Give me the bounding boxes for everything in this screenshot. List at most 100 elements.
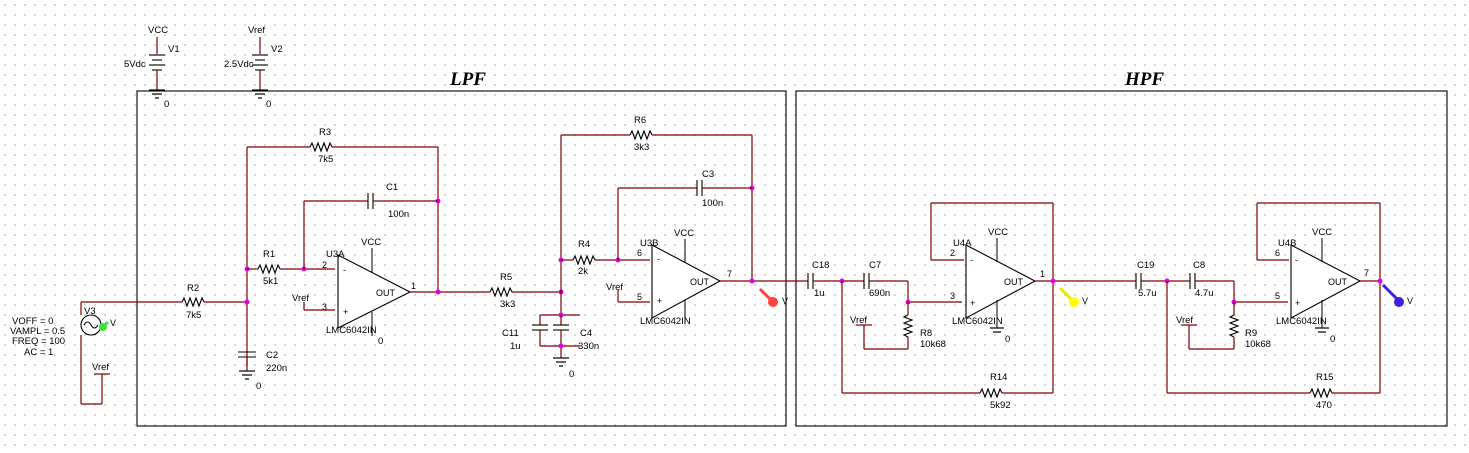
- source-v2[interactable]: Vref V2 2.5Vdc 0: [224, 25, 283, 110]
- resistor-r9[interactable]: R9 10k68: [1228, 302, 1271, 350]
- ground-symbol: [252, 89, 268, 99]
- capacitor-c4[interactable]: C4 330n: [553, 315, 599, 358]
- svg-text:VCC: VCC: [674, 228, 694, 239]
- svg-text:C18: C18: [812, 260, 829, 271]
- source-v1[interactable]: VCC V1 5Vdc 0: [124, 25, 180, 110]
- svg-text:3: 3: [322, 302, 327, 312]
- opamp-u4a[interactable]: U4A 2 3 - + OUT 1 LMC6042IN VCC 0: [950, 227, 1045, 345]
- svg-text:R15: R15: [1316, 372, 1333, 383]
- resistor-r14[interactable]: R14 5k92: [979, 372, 1011, 411]
- svg-text:C7: C7: [869, 260, 881, 271]
- lpf-title: LPF: [449, 69, 486, 90]
- svg-text:330n: 330n: [578, 341, 599, 352]
- svg-text:-: -: [970, 255, 973, 265]
- svg-text:690n: 690n: [869, 288, 890, 299]
- svg-text:100n: 100n: [702, 198, 723, 209]
- svg-text:V: V: [782, 296, 788, 306]
- svg-text:U3B: U3B: [640, 238, 658, 249]
- svg-text:C1: C1: [386, 182, 398, 193]
- svg-text:5Vdc: 5Vdc: [124, 59, 146, 70]
- svg-text:V: V: [110, 318, 116, 328]
- svg-text:V: V: [1407, 296, 1413, 306]
- svg-text:Vref: Vref: [850, 315, 867, 326]
- svg-text:U4A: U4A: [953, 238, 972, 249]
- svg-text:C2: C2: [266, 350, 278, 361]
- voltage-probe-yellow[interactable]: V: [1058, 286, 1088, 307]
- svg-text:U4B: U4B: [1278, 238, 1296, 249]
- svg-text:R6: R6: [634, 115, 646, 126]
- capacitor-c8[interactable]: C8 4.7u: [1189, 260, 1214, 299]
- resistor-r6[interactable]: R6 3k3: [629, 115, 653, 153]
- ground-symbol: [149, 89, 165, 99]
- svg-text:LMC6042IN: LMC6042IN: [1276, 316, 1327, 327]
- svg-text:Vref: Vref: [248, 25, 265, 36]
- resistor-r2[interactable]: R2 7k5: [178, 283, 247, 321]
- svg-text:VCC: VCC: [1312, 227, 1332, 238]
- svg-text:VCC: VCC: [148, 25, 168, 36]
- opamp-u3b[interactable]: U3B 6 5 - + OUT 7 LMC6042IN VCC: [637, 228, 732, 327]
- svg-text:Vref: Vref: [92, 362, 109, 373]
- svg-text:VOFF = 0: VOFF = 0: [12, 316, 53, 327]
- svg-text:-: -: [1295, 255, 1298, 265]
- voltage-probe-red[interactable]: V: [758, 287, 788, 307]
- junction-dot: [749, 278, 755, 284]
- resistor-r3[interactable]: R3 7k5: [309, 127, 333, 165]
- opamp-u3a[interactable]: U3A 2 3 - + OUT 1 LMC6042IN VCC 0: [322, 237, 416, 347]
- svg-text:5k1: 5k1: [263, 276, 278, 287]
- svg-text:AC = 1: AC = 1: [24, 347, 53, 358]
- svg-text:C4: C4: [580, 328, 592, 339]
- svg-text:2k: 2k: [578, 266, 588, 277]
- svg-text:C11: C11: [502, 328, 519, 339]
- svg-text:1u: 1u: [510, 341, 521, 352]
- svg-text:Vref: Vref: [292, 293, 309, 304]
- svg-text:OUT: OUT: [376, 288, 396, 298]
- junction-dot: [1050, 278, 1056, 284]
- svg-text:6: 6: [637, 248, 642, 258]
- svg-text:0: 0: [164, 99, 169, 110]
- svg-text:10k68: 10k68: [1245, 339, 1271, 350]
- svg-text:R5: R5: [500, 272, 512, 283]
- capacitor-c11[interactable]: C11 1u: [502, 315, 548, 352]
- capacitor-c7[interactable]: C7 690n: [863, 260, 890, 299]
- svg-text:1: 1: [411, 281, 416, 291]
- svg-text:R3: R3: [319, 127, 331, 138]
- svg-text:5.7u: 5.7u: [1138, 288, 1157, 299]
- svg-text:4.7u: 4.7u: [1195, 288, 1214, 299]
- capacitor-c19[interactable]: C19 5.7u: [1135, 260, 1157, 299]
- resistor-r4[interactable]: R4 2k: [561, 239, 596, 277]
- svg-text:6: 6: [1275, 248, 1280, 258]
- svg-text:0: 0: [569, 369, 574, 380]
- svg-text:3k3: 3k3: [634, 142, 649, 153]
- resistor-r1[interactable]: R1 5k1: [247, 249, 281, 287]
- svg-text:OUT: OUT: [1328, 277, 1348, 287]
- svg-text:OUT: OUT: [690, 277, 710, 287]
- capacitor-c3[interactable]: C3 100n: [696, 169, 723, 209]
- svg-text:+: +: [343, 307, 348, 317]
- resistor-r5[interactable]: R5 3k3: [489, 272, 515, 310]
- voltage-probe-green[interactable]: V: [98, 318, 116, 332]
- voltage-probe-blue[interactable]: V: [1381, 283, 1413, 307]
- svg-text:1u: 1u: [814, 288, 825, 299]
- svg-text:+: +: [970, 298, 975, 308]
- capacitor-c2[interactable]: C2 220n: [238, 350, 287, 374]
- svg-text:R9: R9: [1245, 328, 1257, 339]
- svg-text:7k5: 7k5: [186, 310, 201, 321]
- svg-text:R8: R8: [920, 328, 932, 339]
- ground-symbol: [553, 357, 569, 367]
- svg-text:LMC6042IN: LMC6042IN: [326, 325, 377, 336]
- svg-text:0: 0: [378, 336, 383, 347]
- source-v3[interactable]: Vref V3 VOFF = 0 VAMPL = 0.5 FREQ = 100 …: [10, 301, 178, 405]
- svg-text:V1: V1: [168, 44, 180, 55]
- resistor-r8[interactable]: R8 10k68: [902, 302, 946, 350]
- junction-dot: [435, 289, 441, 295]
- resistor-r15[interactable]: R15 470: [1309, 372, 1333, 411]
- svg-text:R14: R14: [990, 372, 1007, 383]
- svg-text:5: 5: [1275, 291, 1280, 301]
- svg-text:3k3: 3k3: [500, 299, 515, 310]
- opamp-u4b[interactable]: U4B 6 5 - + OUT 7 LMC6042IN VCC 0: [1275, 227, 1369, 345]
- svg-text:R2: R2: [187, 283, 199, 294]
- svg-text:2: 2: [322, 260, 327, 270]
- lpf-frame: [136, 90, 787, 427]
- capacitor-c18[interactable]: C18 1u: [807, 260, 829, 299]
